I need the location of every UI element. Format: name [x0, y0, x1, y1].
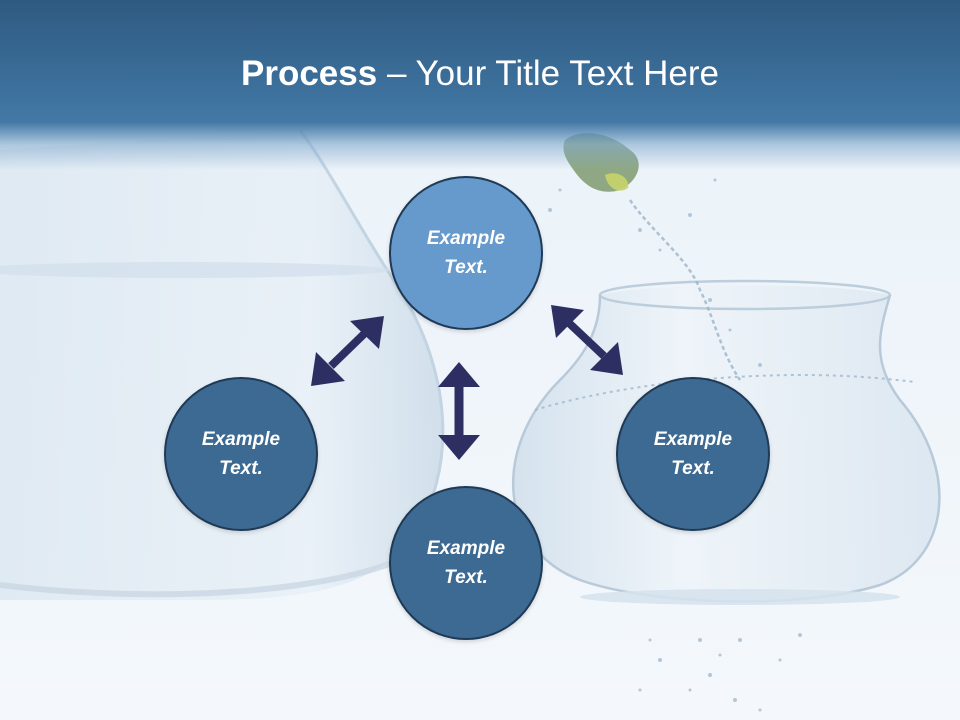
- title-bar: [0, 0, 960, 170]
- title-rest: – Your Title Text Here: [377, 54, 719, 93]
- slide-title: Process – Your Title Text Here: [0, 50, 960, 98]
- title-strong: Process: [241, 54, 378, 93]
